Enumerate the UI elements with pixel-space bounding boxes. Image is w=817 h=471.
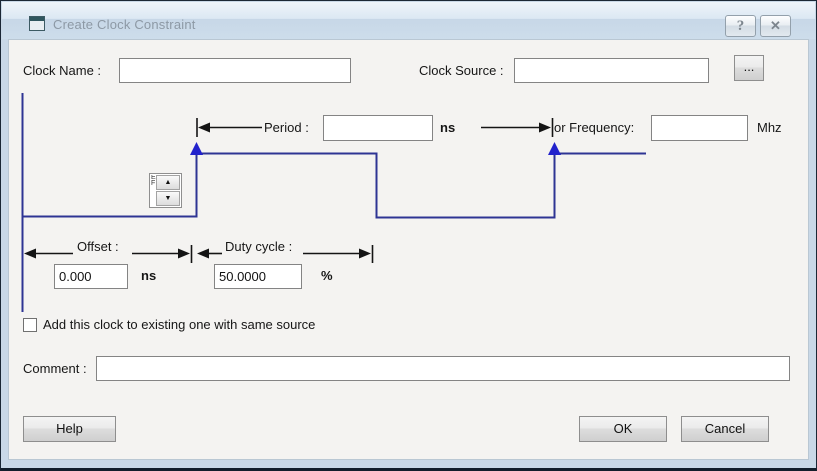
arrow-up-icon: ▲ bbox=[164, 178, 172, 186]
clock-source-label: Clock Source : bbox=[419, 63, 504, 78]
browse-clock-source-button[interactable]: ... bbox=[734, 55, 764, 81]
period-unit: ns bbox=[440, 120, 456, 135]
titlebar-help-button[interactable]: ? bbox=[725, 15, 756, 37]
offset-input[interactable] bbox=[54, 264, 128, 289]
clock-name-label: Clock Name : bbox=[23, 63, 102, 78]
period-arrow-right bbox=[539, 122, 551, 133]
spinner-up-button[interactable]: ▲ bbox=[156, 175, 180, 190]
help-button[interactable]: Help bbox=[23, 416, 116, 442]
duty-arrow-left bbox=[197, 248, 209, 259]
comment-label: Comment : bbox=[23, 361, 87, 376]
duty-cycle-label: Duty cycle : bbox=[225, 239, 293, 254]
add-clock-checkbox[interactable] bbox=[23, 318, 37, 332]
clock-name-input[interactable] bbox=[119, 58, 351, 83]
frequency-input[interactable] bbox=[651, 115, 748, 141]
close-icon: ✕ bbox=[770, 18, 781, 33]
question-mark-icon: ? bbox=[736, 18, 745, 34]
frequency-unit: Mhz bbox=[757, 120, 782, 135]
offset-arrow-right bbox=[178, 248, 190, 259]
arrow-down-icon: ▼ bbox=[164, 194, 172, 202]
add-clock-checkbox-label: Add this clock to existing one with same… bbox=[43, 317, 316, 332]
period-arrow-left bbox=[198, 122, 210, 133]
rising-edge-arrow-2 bbox=[548, 142, 561, 155]
window-title: Create Clock Constraint bbox=[53, 17, 196, 32]
duty-cycle-input[interactable] bbox=[214, 264, 302, 289]
title-bar[interactable]: Create Clock Constraint ? ✕ bbox=[2, 2, 815, 39]
spinner-down-button[interactable]: ▼ bbox=[156, 191, 180, 206]
clock-source-input[interactable] bbox=[514, 58, 709, 83]
duty-arrow-right bbox=[359, 248, 371, 259]
window-icon bbox=[29, 16, 45, 31]
offset-unit: ns bbox=[141, 268, 157, 283]
offset-label: Offset : bbox=[77, 239, 119, 254]
cancel-button[interactable]: Cancel bbox=[681, 416, 769, 442]
rising-edge-arrow-1 bbox=[190, 142, 203, 155]
duty-cycle-unit: % bbox=[321, 268, 333, 283]
frequency-label: or Frequency: bbox=[554, 120, 635, 135]
comment-input[interactable] bbox=[96, 356, 790, 381]
close-button[interactable]: ✕ bbox=[760, 15, 791, 37]
period-input[interactable] bbox=[323, 115, 433, 141]
ok-button[interactable]: OK bbox=[579, 416, 667, 442]
offset-arrow-left bbox=[24, 248, 36, 259]
period-label: Period : bbox=[264, 120, 309, 135]
